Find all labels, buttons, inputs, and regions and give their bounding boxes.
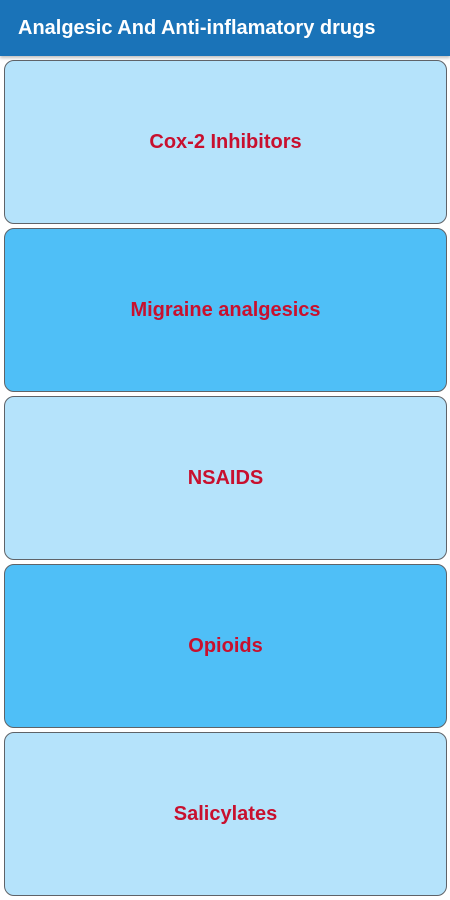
category-label: Migraine analgesics bbox=[130, 298, 321, 321]
category-card-cox2-inhibitors[interactable]: Cox-2 Inhibitors bbox=[4, 60, 447, 224]
category-card-migraine-analgesics[interactable]: Migraine analgesics bbox=[4, 228, 447, 392]
category-label: Opioids bbox=[188, 634, 263, 657]
category-list: Cox-2 Inhibitors Migraine analgesics NSA… bbox=[4, 60, 447, 900]
page-title: Analgesic And Anti-inflamatory drugs bbox=[18, 16, 376, 39]
app-bar: Analgesic And Anti-inflamatory drugs bbox=[0, 0, 450, 56]
category-card-opioids[interactable]: Opioids bbox=[4, 564, 447, 728]
category-label: Salicylates bbox=[173, 802, 278, 825]
category-card-nsaids[interactable]: NSAIDS bbox=[4, 396, 447, 560]
category-card-salicylates[interactable]: Salicylates bbox=[4, 732, 447, 896]
category-label: Cox-2 Inhibitors bbox=[149, 130, 302, 153]
category-label: NSAIDS bbox=[187, 466, 264, 489]
